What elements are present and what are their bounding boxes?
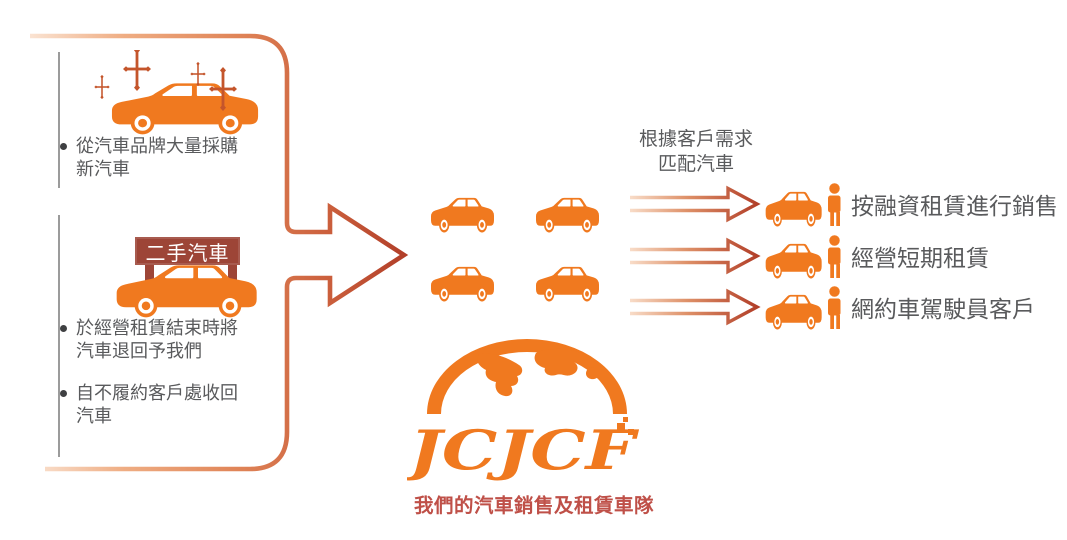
used-car-bullet-2: 自不履約客戶處收回 汽車 xyxy=(60,382,250,428)
used-car-sign: 二手汽車 xyxy=(135,237,240,265)
logo-pixel-dots xyxy=(617,417,634,435)
logo-wordmark: JCJCF xyxy=(407,417,640,482)
new-car-bullet-text: 從汽車品牌大量採購 新汽車 xyxy=(76,136,238,180)
used-car-bullet-1: 於經營租賃結束時將 汽車退回予我們 xyxy=(60,317,250,363)
bullet-dot xyxy=(60,325,67,332)
fleet-car-3 xyxy=(431,266,494,302)
fleet-car-1 xyxy=(431,197,494,233)
supply-bracket-arrow xyxy=(30,33,409,472)
channel-label-ride-hailing: 網約車駕駛員客戶 xyxy=(851,296,1035,322)
bullet-dot xyxy=(60,390,67,397)
new-car-section-rule xyxy=(58,52,60,188)
fleet-car-4 xyxy=(536,266,599,302)
used-car-bullet-1-text: 於經營租賃結束時將 汽車退回予我們 xyxy=(76,318,238,362)
used-car-sign-text: 二手汽車 xyxy=(145,242,230,265)
match-arrow-1 xyxy=(630,185,761,223)
globe-logo-icon xyxy=(427,339,627,414)
car-with-customer-icon xyxy=(765,286,841,330)
fleet-caption: 我們的汽車銷售及租賃車隊 xyxy=(413,495,654,517)
match-arrow-3 xyxy=(630,288,761,326)
bullet-dot xyxy=(60,143,67,150)
channel-label-short-term-lease: 經營短期租賃 xyxy=(851,245,989,271)
new-car-bullet: 從汽車品牌大量採購 新汽車 xyxy=(60,135,250,181)
car-with-customer-icon xyxy=(765,183,841,227)
used-car-icon xyxy=(116,265,257,318)
channel-label-finance-lease: 按融資租賃進行銷售 xyxy=(851,193,1058,219)
logo-letters: JCJCF xyxy=(407,418,640,482)
used-car-section-rule xyxy=(58,215,60,457)
fleet-car-2 xyxy=(536,197,599,233)
car-with-customer-icon xyxy=(765,235,841,279)
match-arrow-2 xyxy=(630,237,761,275)
matching-note: 根據客戶需求 匹配汽車 xyxy=(638,129,753,176)
sparkling-new-car-icon xyxy=(94,50,259,135)
used-car-bullet-2-text: 自不履約客戶處收回 汽車 xyxy=(76,383,238,427)
